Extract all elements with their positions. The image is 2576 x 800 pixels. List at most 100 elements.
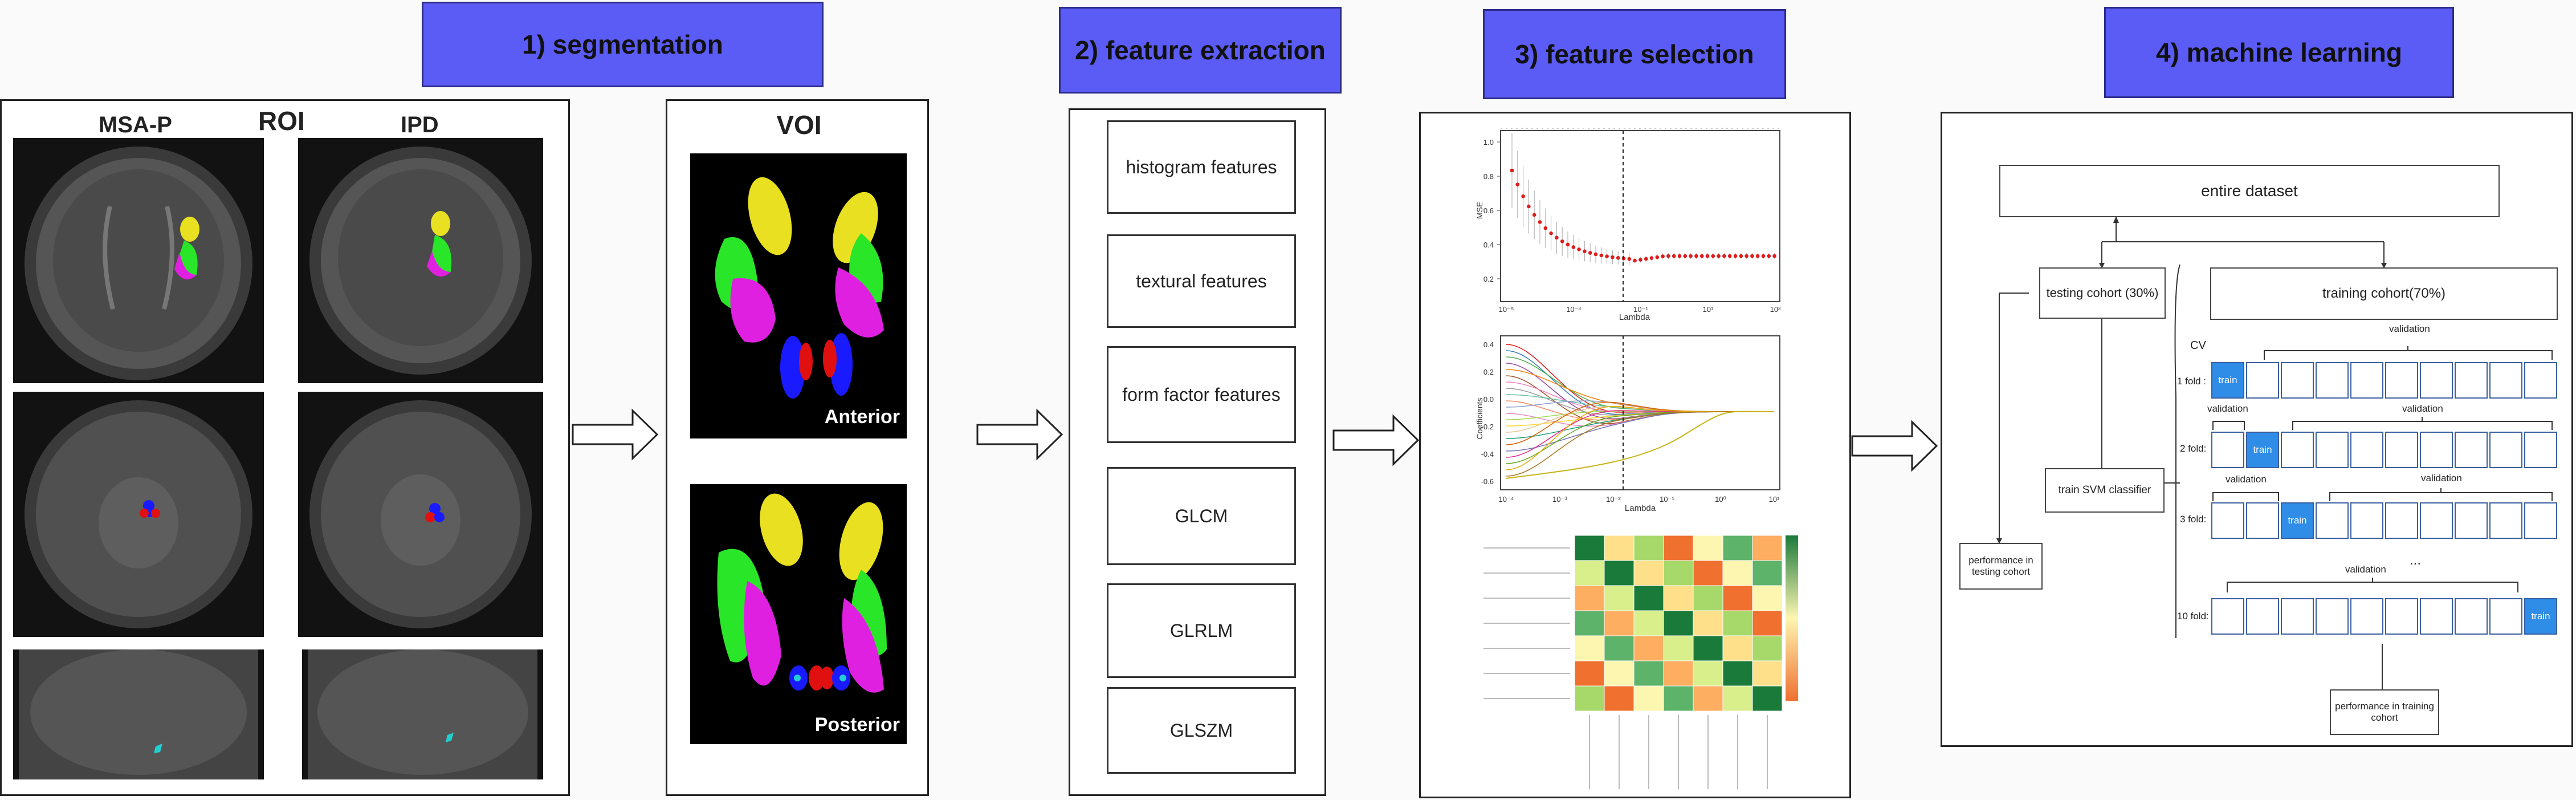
validation-cell (2211, 432, 2244, 468)
validation-label-2b: validation (2402, 403, 2443, 414)
validation-cell (2420, 432, 2453, 468)
validation-cell (2316, 362, 2349, 399)
training-cohort-box: training cohort(70%) (2210, 267, 2558, 320)
voi-anterior-label: Anterior (824, 406, 900, 428)
flow-arrow-2 (976, 408, 1063, 461)
entire-dataset-box: entire dataset (1999, 165, 2500, 217)
mse-point (1527, 204, 1531, 209)
mse-x-tick-label: 10⁻¹ (1633, 305, 1648, 314)
mse-point (1733, 254, 1738, 258)
flow-arrow-4 (1851, 420, 1938, 472)
mse-x-tick-label: 10⁻³ (1566, 305, 1581, 314)
mri-scan-image (309, 400, 532, 628)
heatmap-cell (1604, 660, 1635, 687)
heatmap-row-labels (1483, 547, 1570, 699)
feature-textural: textural features (1107, 234, 1296, 328)
validation-cell (2455, 598, 2488, 635)
performance-training-box: performance in training cohort (2330, 689, 2439, 735)
mse-point (1689, 254, 1693, 258)
validation-label-3b: validation (2421, 473, 2462, 484)
validation-cell (2455, 502, 2488, 539)
mse-point (1577, 247, 1581, 251)
heatmap-cell (1693, 610, 1723, 636)
mri-msa-axial-midbrain (13, 392, 264, 637)
coef-x-tick-label: 10⁰ (1715, 495, 1726, 503)
mse-point (1649, 256, 1654, 260)
heatmap-cell (1663, 585, 1694, 611)
mri-scan-image (309, 147, 532, 375)
coef-y-tick-label: 0.2 (1483, 368, 1494, 376)
validation-cell (2385, 362, 2418, 399)
coef-y-axis-ticks: 0.40.20.0-0.2-0.4-0.6 (1481, 340, 1494, 486)
voi-posterior-render: Posterior (690, 484, 907, 744)
mse-x-tick-label: 10¹ (1703, 305, 1714, 314)
mri-ipd-axial-midbrain (298, 392, 543, 637)
mse-point (1510, 168, 1514, 173)
validation-cell (2211, 502, 2244, 539)
train-cell: train (2211, 362, 2244, 399)
mse-y-tick-label: 0.4 (1483, 241, 1494, 249)
heatmap-cell (1574, 610, 1605, 636)
mse-point (1538, 220, 1542, 224)
feature-extraction-panel: histogram features textural features for… (1069, 108, 1326, 796)
validation-label-2a: validation (2207, 403, 2248, 414)
coef-y-tick-label: -0.4 (1481, 450, 1494, 458)
cv-label: CV (2190, 339, 2206, 352)
heatmap-cell (1752, 635, 1783, 661)
ipd-label: IPD (401, 112, 439, 137)
heatmap-cell (1752, 535, 1783, 561)
heatmap-cell (1574, 635, 1605, 661)
coefficient-paths (1506, 344, 1775, 479)
validation-cell (2489, 598, 2522, 635)
mse-point (1532, 213, 1536, 217)
testing-cohort-box: testing cohort (30%) (2039, 267, 2166, 319)
mse-point (1694, 254, 1698, 258)
heatmap-cell (1752, 610, 1783, 636)
mse-point (1566, 242, 1570, 247)
correlation-heatmap (1483, 535, 1798, 789)
heatmap-cell (1633, 560, 1664, 586)
validation-cell (2489, 362, 2522, 399)
fold-3-label: 3 fold: (2180, 514, 2207, 525)
validation-cell (2350, 362, 2383, 399)
fold-10-label: 10 fold: (2177, 611, 2209, 622)
coef-x-tick-label: 10⁻¹ (1660, 495, 1674, 503)
validation-cell (2385, 598, 2418, 635)
train-cell: train (2246, 432, 2279, 468)
heatmap-cell (1663, 610, 1694, 636)
voi-3d-anterior-image (715, 177, 884, 399)
feature-histogram: histogram features (1107, 120, 1296, 214)
train-cell: train (2281, 502, 2314, 539)
validation-cell (2420, 598, 2453, 635)
fold-1-label: 1 fold : (2177, 376, 2207, 387)
mse-point (1699, 254, 1704, 258)
mse-point (1722, 254, 1726, 258)
mse-point (1661, 254, 1665, 258)
heatmap-cell (1604, 535, 1635, 561)
voi-title: VOI (776, 110, 822, 140)
mse-point (1593, 252, 1598, 257)
heatmap-cell (1574, 585, 1605, 611)
validation-label-10: validation (2345, 564, 2386, 575)
mse-point (1761, 254, 1766, 258)
heatmap-cell (1633, 610, 1664, 636)
heatmap-cell (1693, 660, 1723, 687)
validation-cell (2316, 598, 2349, 635)
step-header-segmentation: 1) segmentation (422, 2, 824, 87)
validation-cell (2281, 362, 2314, 399)
heatmap-cell (1663, 535, 1694, 561)
heatmap-cell (1693, 685, 1723, 712)
mse-point (1638, 258, 1642, 262)
mri-ipd-axial-cerebellum (302, 649, 543, 779)
validation-cell (2316, 502, 2349, 539)
coefficient-path (1506, 411, 1775, 479)
heatmap-cell (1693, 635, 1723, 661)
performance-testing-box: performance in testing cohort (1959, 543, 2043, 590)
heatmap-cell (1663, 660, 1694, 687)
mse-x-axis-label: Lambda (1619, 312, 1650, 322)
mse-point (1739, 254, 1743, 258)
mse-point (1633, 258, 1637, 263)
validation-cell (2281, 432, 2314, 468)
